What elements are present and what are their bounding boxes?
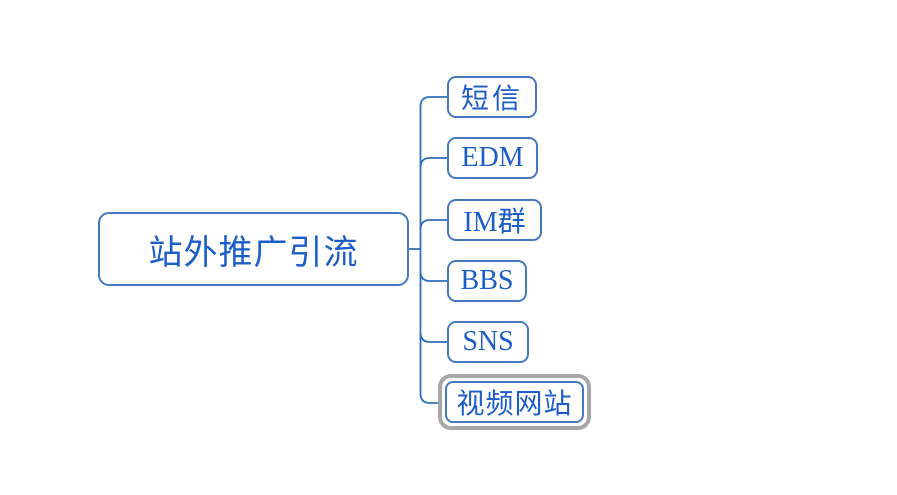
node-sns-label: SNS [462, 326, 514, 357]
connector-branch-im [419, 219, 447, 230]
node-sms[interactable]: 短信 [447, 76, 537, 118]
selection-ring: 视频网站 [438, 374, 591, 430]
connector-branch-edm [419, 157, 447, 168]
node-sns[interactable]: SNS [447, 321, 529, 363]
connector-branch-sms [419, 96, 447, 107]
node-video-site[interactable]: 视频网站 [445, 381, 584, 423]
node-im-group-label: IM群 [463, 207, 526, 238]
node-edm-label: EDM [461, 142, 524, 173]
node-root-label: 站外推广引流 [148, 234, 359, 272]
node-video-site-label: 视频网站 [456, 389, 573, 420]
node-sms-label: 短信 [460, 84, 523, 115]
connector-branch-video [419, 393, 439, 404]
node-bbs[interactable]: BBS [447, 260, 527, 302]
node-edm[interactable]: EDM [447, 137, 538, 179]
connector-branch-bbs [419, 271, 447, 282]
node-im-group[interactable]: IM群 [447, 199, 542, 241]
node-root-offsite-promotion[interactable]: 站外推广引流 [98, 212, 409, 286]
node-bbs-label: BBS [460, 265, 514, 296]
connector-branch-sns [419, 332, 447, 343]
